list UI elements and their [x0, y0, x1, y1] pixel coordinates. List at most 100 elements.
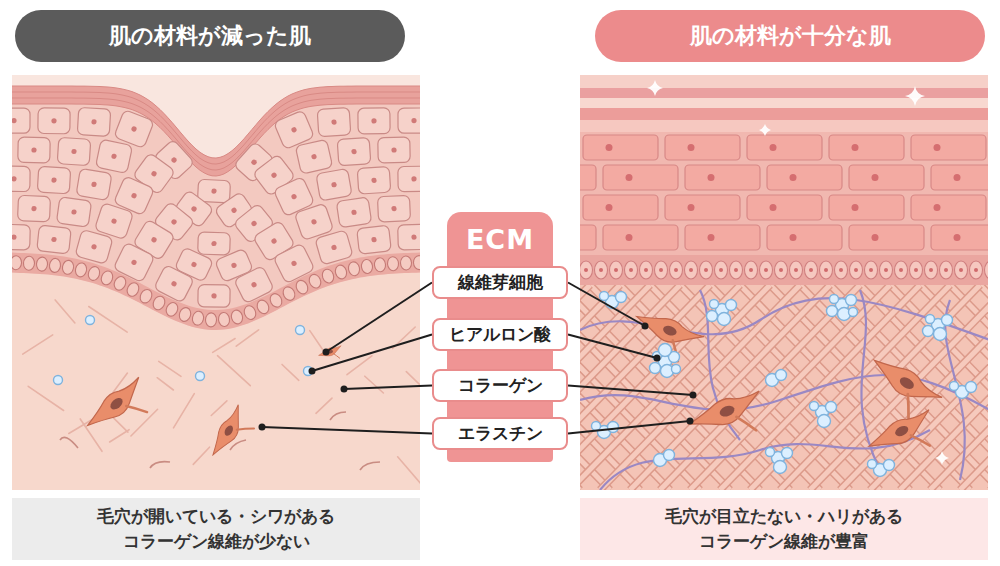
- basal-cell: [387, 256, 399, 271]
- hyaluronic-bubble: [934, 328, 947, 341]
- epidermis-layer: [580, 98, 988, 108]
- fibroblast-process: [126, 398, 147, 420]
- epidermis: [12, 86, 420, 330]
- component-label: コラーゲン: [432, 369, 568, 402]
- cell-body: [316, 168, 352, 200]
- basal-nucleus: [644, 268, 648, 272]
- cell-nucleus: [51, 177, 56, 182]
- epidermal-cell: [580, 225, 596, 250]
- node-text: 毛穴が開いている・シワがある コラーゲン線維が少ない: [92, 504, 340, 555]
- cell-nucleus: [211, 188, 216, 193]
- cell-nucleus: [71, 209, 77, 215]
- epidermal-cell: [337, 137, 371, 165]
- fibroblast-body: [686, 386, 767, 438]
- cell-nucleus: [51, 118, 56, 123]
- fibroblast-body: [207, 403, 251, 460]
- collagen-fiber-edge: [630, 285, 830, 490]
- basal-cell: [730, 261, 743, 279]
- basal-cell: [334, 264, 348, 280]
- basal-cell: [36, 257, 48, 272]
- panel-heading: 肌の材料が減った肌: [15, 10, 405, 62]
- cell-nucleus: [291, 126, 298, 133]
- cell-nucleus: [150, 170, 157, 177]
- leader-dot: [642, 323, 649, 330]
- basal-nucleus: [974, 268, 978, 272]
- collagen-fiber: [600, 285, 800, 490]
- basal-cell: [745, 261, 758, 279]
- epidermal-cell: [12, 108, 30, 133]
- fibroblast-body: [865, 405, 937, 458]
- node-text: 肌の材料が減った肌: [109, 21, 311, 51]
- fibroblast-cell: [865, 405, 944, 471]
- epidermal-cell: [685, 225, 760, 250]
- hyaluronic-bubble: [774, 461, 787, 474]
- cell-nucleus: [411, 234, 416, 239]
- epidermal-cell: [931, 225, 988, 250]
- collagen-fiber-edge: [600, 285, 800, 490]
- basal-nucleus: [869, 268, 873, 272]
- cell-nucleus: [351, 209, 357, 215]
- epidermal-cell: [38, 108, 70, 134]
- basal-cell: [610, 261, 623, 279]
- leader-dot: [323, 349, 330, 356]
- cell-body: [315, 230, 353, 265]
- cell-nucleus: [191, 261, 198, 268]
- sparse-collagen: [157, 378, 173, 390]
- cell-body: [357, 225, 392, 254]
- basal-cell: [255, 298, 271, 315]
- leader-dot: [690, 392, 697, 399]
- hyaluronic-bubble: [650, 363, 661, 374]
- epidermis-layer: [580, 108, 988, 120]
- epidermal-cell: [849, 225, 924, 250]
- epidermal-cell: [767, 165, 842, 190]
- epidermal-cell: [747, 135, 822, 160]
- epidermal-cell: [336, 197, 372, 228]
- basal-nucleus: [659, 268, 663, 272]
- cell-body: [37, 166, 70, 194]
- basal-nucleus: [809, 268, 813, 272]
- basal-cell: [307, 273, 323, 290]
- cell-nucleus: [954, 174, 961, 181]
- cell-nucleus: [250, 159, 257, 166]
- cell-nucleus: [391, 147, 396, 152]
- fibroblast-process: [334, 352, 340, 359]
- cell-body: [398, 224, 420, 250]
- basal-cell: [112, 275, 128, 292]
- basal-nucleus: [734, 268, 738, 272]
- cell-nucleus: [270, 172, 277, 179]
- fibroblast-cell: [686, 386, 773, 453]
- cell-body: [77, 107, 110, 136]
- fibroblast-nucleus: [893, 424, 910, 439]
- epidermal-cell: [377, 195, 410, 222]
- leader-line: [326, 283, 432, 353]
- leader-dot: [687, 418, 694, 425]
- basal-cell: [242, 304, 257, 321]
- cell-nucleus: [91, 244, 97, 250]
- fibroblast-process: [911, 430, 930, 452]
- basal-cell: [685, 261, 698, 279]
- hyaluronic-bubble: [672, 365, 681, 374]
- sparse-collagen: [55, 300, 75, 323]
- epidermal-cell: [358, 108, 390, 134]
- epidermal-cell: [75, 229, 113, 264]
- cell-nucleus: [91, 181, 97, 187]
- cell-nucleus: [790, 234, 797, 241]
- cell-nucleus: [371, 118, 376, 123]
- basal-nucleus: [854, 268, 858, 272]
- collagen-fiber: [690, 285, 890, 490]
- sparse-collagen: [159, 361, 181, 376]
- basal-cell: [985, 261, 989, 279]
- basal-cell: [820, 261, 833, 279]
- basal-cell: [805, 261, 818, 279]
- cell-nucleus: [351, 149, 357, 155]
- epidermis-layer: [580, 75, 988, 88]
- basal-cell: [910, 261, 923, 279]
- hyaluronic-bubble: [923, 326, 934, 337]
- fibroblast-nucleus: [718, 404, 736, 419]
- sparse-collagen: [316, 398, 332, 413]
- basal-nucleus: [959, 268, 963, 272]
- sparse-elastin: [230, 440, 246, 450]
- basal-cell: [955, 261, 968, 279]
- sparse-collagen: [213, 339, 235, 353]
- hyaluronic-bubble: [782, 448, 793, 459]
